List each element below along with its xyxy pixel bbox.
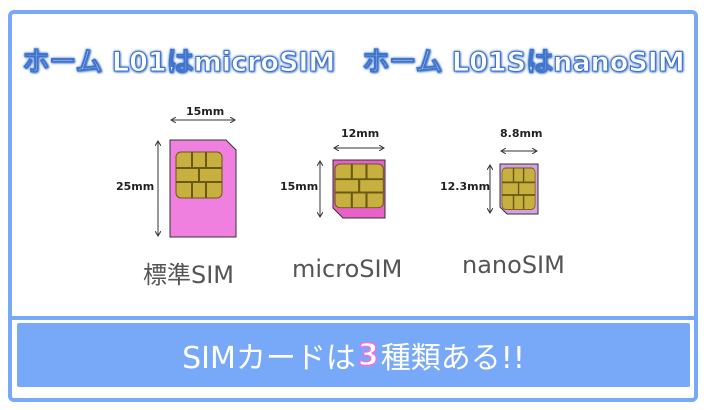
banner-number: 3 <box>357 337 379 374</box>
standard-width-label: 15mm <box>186 105 225 118</box>
nano-sim-label: nanoSIM <box>462 251 565 279</box>
nano-height-label: 12.3mm <box>440 180 491 193</box>
micro-sim-label: microSIM <box>292 255 403 283</box>
divider <box>8 316 698 320</box>
outer-frame <box>8 10 698 402</box>
banner-prefix: SIMカードは <box>182 341 356 376</box>
micro-sim-card <box>320 148 386 219</box>
nano-width-label: 8.8mm <box>500 127 543 140</box>
nano-sim-card <box>490 151 539 215</box>
standard-sim-label: 標準SIM <box>143 261 235 289</box>
standard-sim-card <box>158 120 237 238</box>
standard-height-label: 25mm <box>116 180 155 193</box>
micro-height-label: 15mm <box>280 180 319 193</box>
page-title: ホーム L01はmicroSIM ホーム L01SはnanoSIM <box>22 47 685 79</box>
micro-width-label: 12mm <box>341 127 380 140</box>
banner-suffix: 種類ある!! <box>380 341 525 376</box>
summary-banner: SIMカードは 3 種類ある!! <box>17 323 690 387</box>
